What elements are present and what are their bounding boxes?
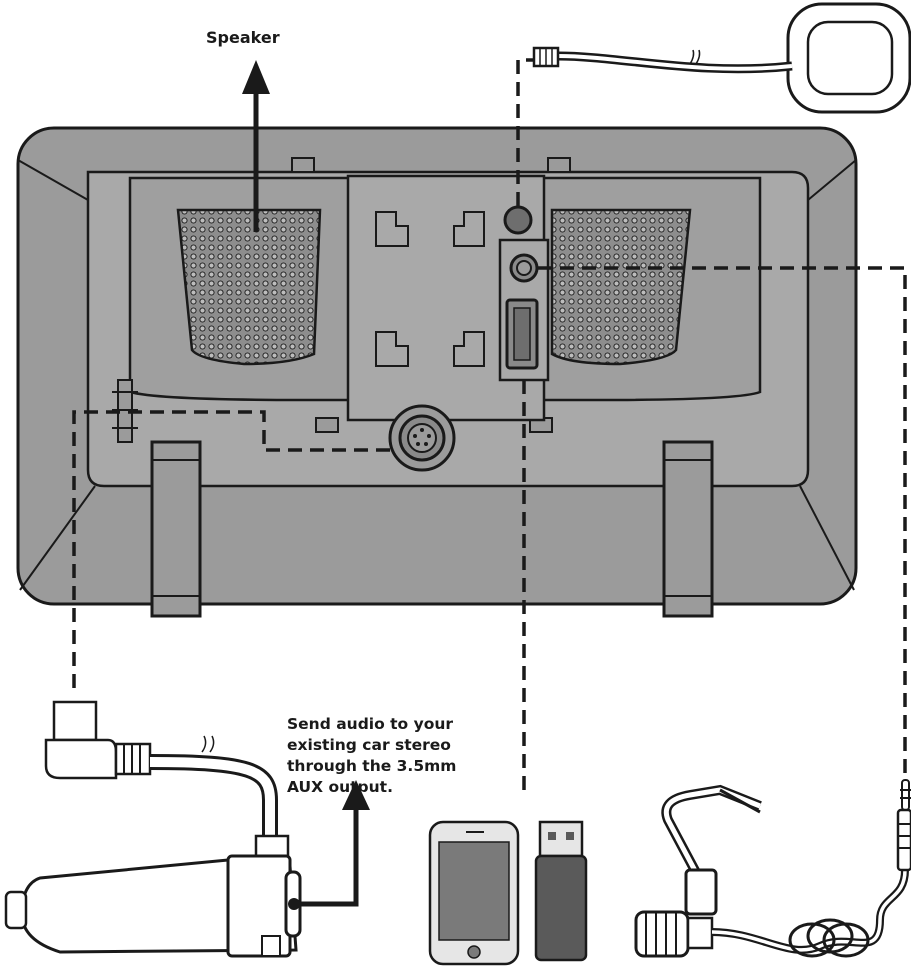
mic-port (112, 379, 138, 443)
aux-caption-line: through the 3.5mm (287, 757, 457, 775)
antenna-port (503, 205, 533, 235)
speaker-arrow (242, 60, 270, 232)
aux-output-caption: Send audio to your existing car stereo t… (287, 714, 477, 798)
aux-connection-line (538, 266, 907, 780)
gps-antenna-icon (532, 2, 911, 114)
connection-lines (72, 58, 907, 790)
phone-icon (428, 820, 520, 966)
aux-cable-icon (896, 779, 911, 872)
side-port-panel (498, 238, 550, 382)
antenna-connection-line (516, 58, 534, 206)
usb-stick-icon (534, 820, 588, 962)
device-body (16, 126, 858, 618)
microphone-clip-icon (634, 784, 909, 958)
car-charger-icon (4, 700, 302, 958)
power-connection-line (72, 410, 390, 690)
aux-output-arrow (300, 780, 370, 907)
speaker-label: Speaker (206, 28, 280, 47)
aux-caption-line: AUX output. (287, 778, 393, 796)
aux-caption-line: existing car stereo (287, 736, 451, 754)
power-port (388, 404, 456, 472)
speaker-grille-right (550, 208, 692, 366)
aux-caption-line: Send audio to your (287, 715, 454, 733)
speaker-grille-left (176, 208, 322, 366)
